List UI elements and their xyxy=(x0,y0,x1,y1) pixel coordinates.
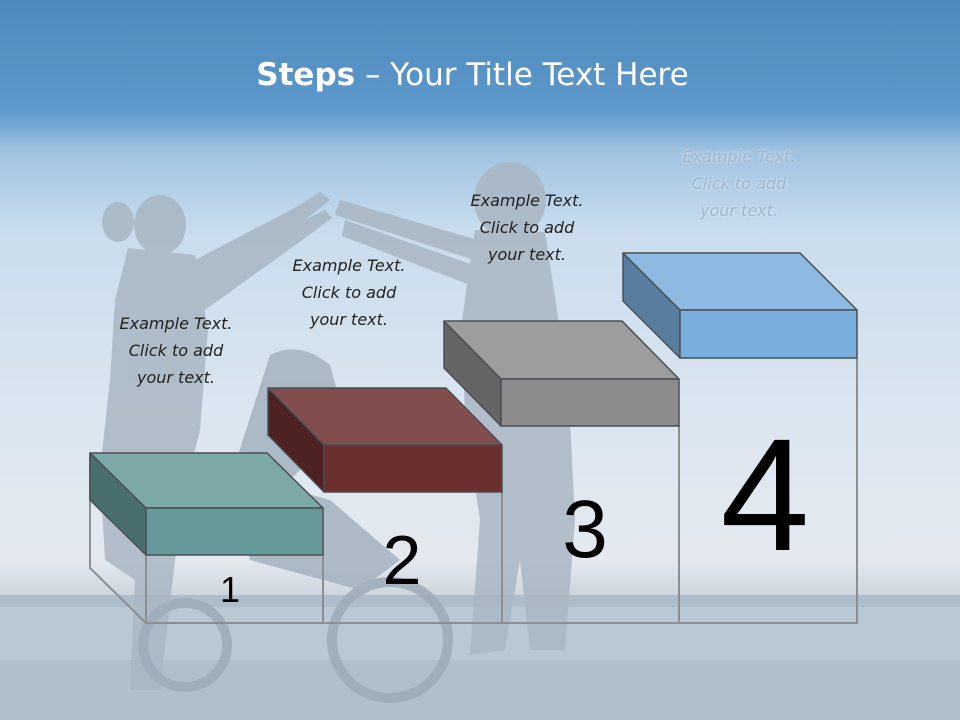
step-4-block-front xyxy=(679,309,858,359)
step-3-caption[interactable]: Example Text. Click to add your text. xyxy=(447,187,607,268)
step-1-block-front xyxy=(145,507,324,556)
step-3-line1: Example Text. xyxy=(470,191,584,210)
step-1-caption[interactable]: Example Text. Click to add your text. xyxy=(96,310,256,391)
step-2-block-front xyxy=(323,444,503,493)
step-2-line2: Click to add xyxy=(301,283,397,302)
step-3-line3: your text. xyxy=(487,245,566,264)
step-2-line1: Example Text. xyxy=(292,256,406,275)
step-2-number: 2 xyxy=(382,521,422,599)
step-1-number: 1 xyxy=(219,569,241,610)
step-3-block-front xyxy=(500,378,680,427)
step-2-line3: your text. xyxy=(309,310,388,329)
step-1-line3: your text. xyxy=(136,368,215,387)
step-4-caption[interactable]: Example Text. Click to add your text. xyxy=(659,143,819,224)
step-4-line2: Click to add xyxy=(691,174,787,193)
stroller-silhouette xyxy=(138,577,453,703)
step-3-number: 3 xyxy=(562,484,608,575)
step-1-line1: Example Text. xyxy=(119,314,233,333)
title-bold: Steps xyxy=(256,57,356,93)
step-2-caption[interactable]: Example Text. Click to add your text. xyxy=(269,252,429,333)
step-1-line2: Click to add xyxy=(128,341,224,360)
step-4-line3: your text. xyxy=(699,201,778,220)
step-4-line1: Example Text. xyxy=(682,147,796,166)
step-4-number: 4 xyxy=(720,405,810,584)
title-rest: – Your Title Text Here xyxy=(355,57,689,93)
page-title: Steps – Your Title Text Here xyxy=(0,52,945,98)
step-3-line2: Click to add xyxy=(479,218,575,237)
step-frame xyxy=(89,358,858,624)
